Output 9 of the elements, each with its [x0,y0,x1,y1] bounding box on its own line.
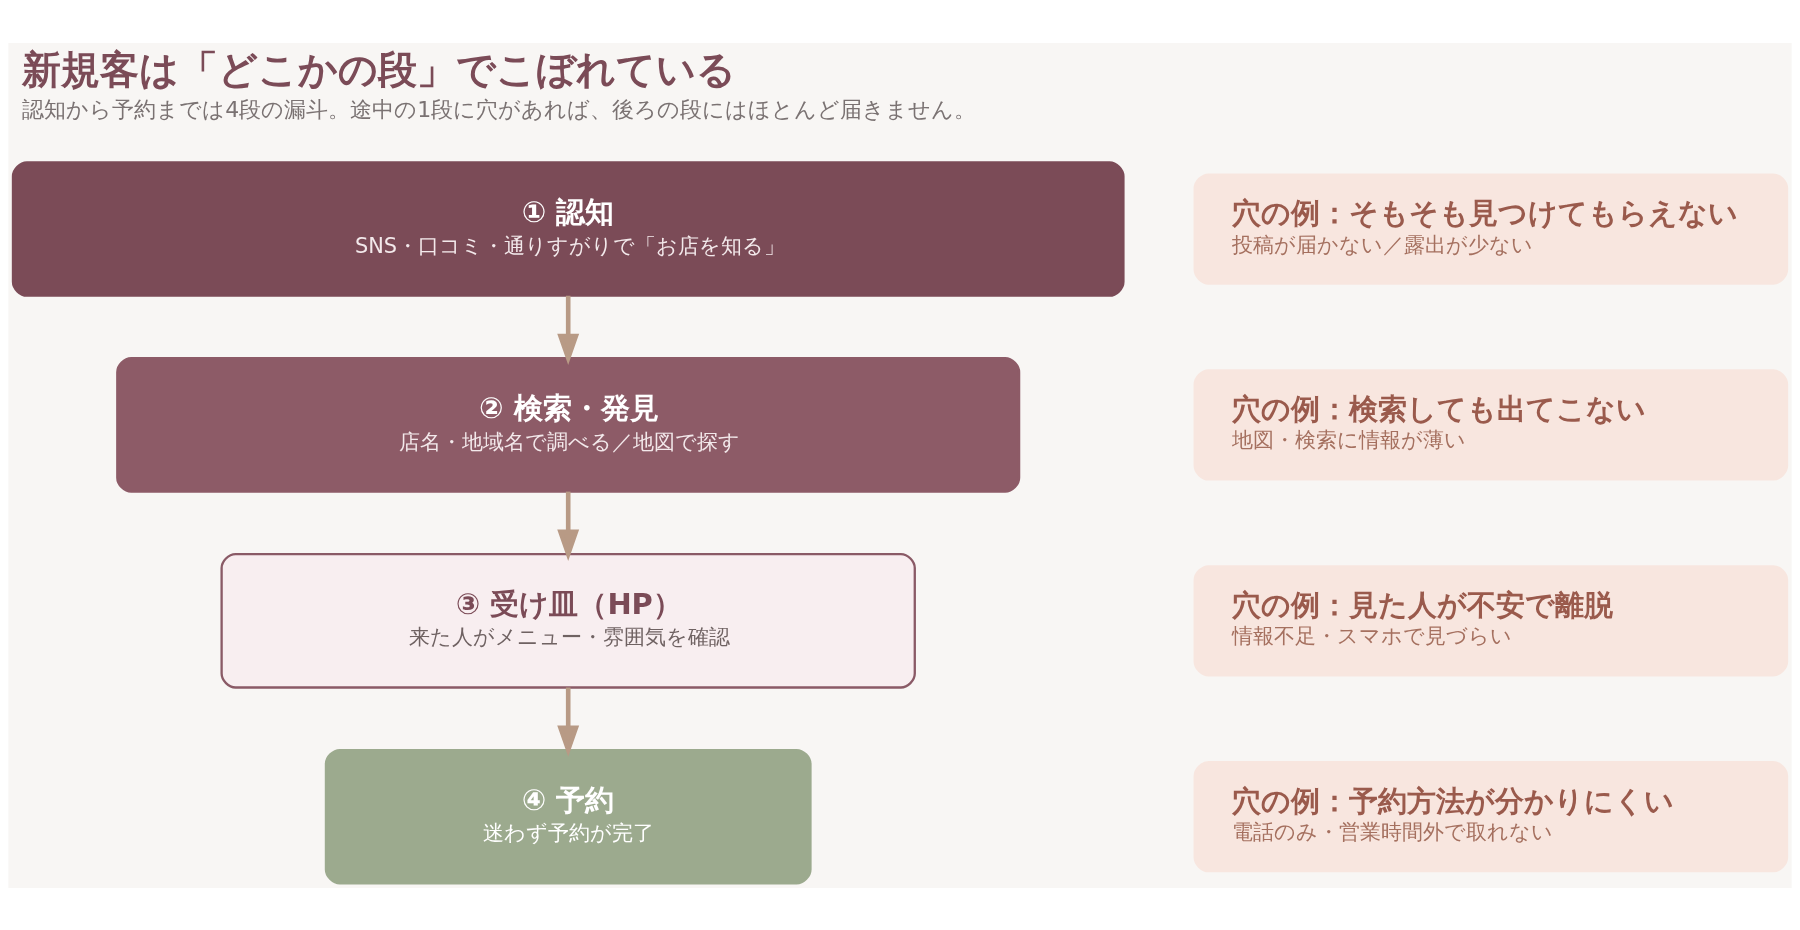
diagram-title: 新規客は「どこかの段」でこぼれている [22,45,737,92]
arrow [557,491,580,561]
arrow [557,687,580,757]
node-box: ② 検索・発見 店名・地域名で調べる／地図で探す [116,356,1021,493]
node-box: ④ 予約 迷わず予約が完了 [324,748,812,884]
node-box: ① 認知 SNS・口コミ・通りすがりで「お店を知る」 [11,160,1125,297]
caption: 認知から予約までは4段の漏斗。途中の1段に穴があれば、後ろの段にはほとんど届きません。 [22,96,977,122]
arrow [557,295,580,365]
node-box: ③ 受け皿（HP） 来た人がメニュー・雰囲気を確認 [220,552,916,689]
